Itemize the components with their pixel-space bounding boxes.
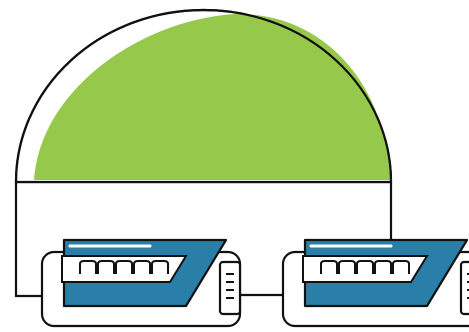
dome-fill — [34, 14, 390, 180]
connector-side-tab — [220, 262, 240, 314]
left-connector — [42, 240, 240, 326]
right-connector — [283, 240, 469, 326]
connector-side-tab — [461, 262, 469, 314]
